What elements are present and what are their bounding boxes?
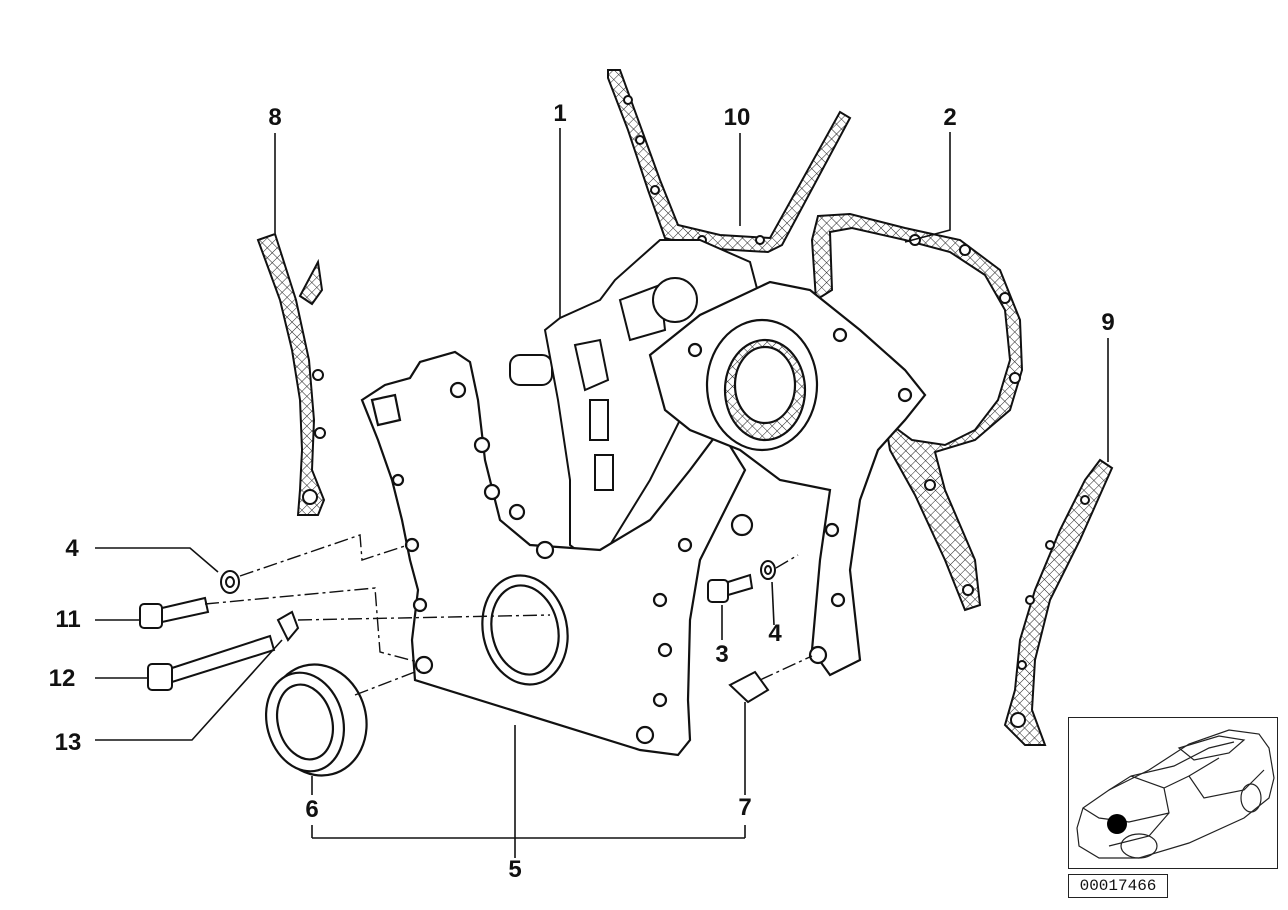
callout-8: 8: [268, 104, 282, 131]
callout-2: 2: [943, 104, 957, 131]
gasket-8-drawing: [256, 232, 326, 516]
callout-7: 7: [738, 794, 752, 821]
shaft-seal-6-drawing: [264, 663, 368, 777]
callout-3: 3: [715, 641, 729, 668]
callout-13: 13: [54, 729, 82, 756]
seal-ring-drawing: [481, 574, 569, 686]
gasket-10-drawing: [607, 69, 852, 254]
assembly-lines: [204, 534, 813, 696]
callout-11: 11: [55, 606, 81, 633]
callout-5: 5: [508, 856, 522, 883]
callout-4-right: 4: [768, 620, 782, 647]
callout-12: 12: [48, 665, 76, 692]
reference-number: 00017466: [1068, 874, 1168, 898]
callout-1: 1: [553, 100, 567, 127]
callout-4-left: 4: [65, 535, 79, 562]
front-timing-cover-drawing: [360, 350, 747, 757]
vehicle-location-inset: [1068, 717, 1278, 869]
car-location-icon: [1076, 729, 1275, 859]
callout-6: 6: [305, 796, 319, 823]
leader-lines: [95, 128, 1109, 858]
callout-9: 9: [1101, 309, 1115, 336]
location-marker: [1107, 814, 1127, 834]
fasteners-drawing: [139, 560, 776, 704]
upper-timing-case-drawing: [648, 280, 927, 677]
gasket-9-drawing: [1003, 458, 1114, 746]
callout-10: 10: [723, 104, 751, 131]
